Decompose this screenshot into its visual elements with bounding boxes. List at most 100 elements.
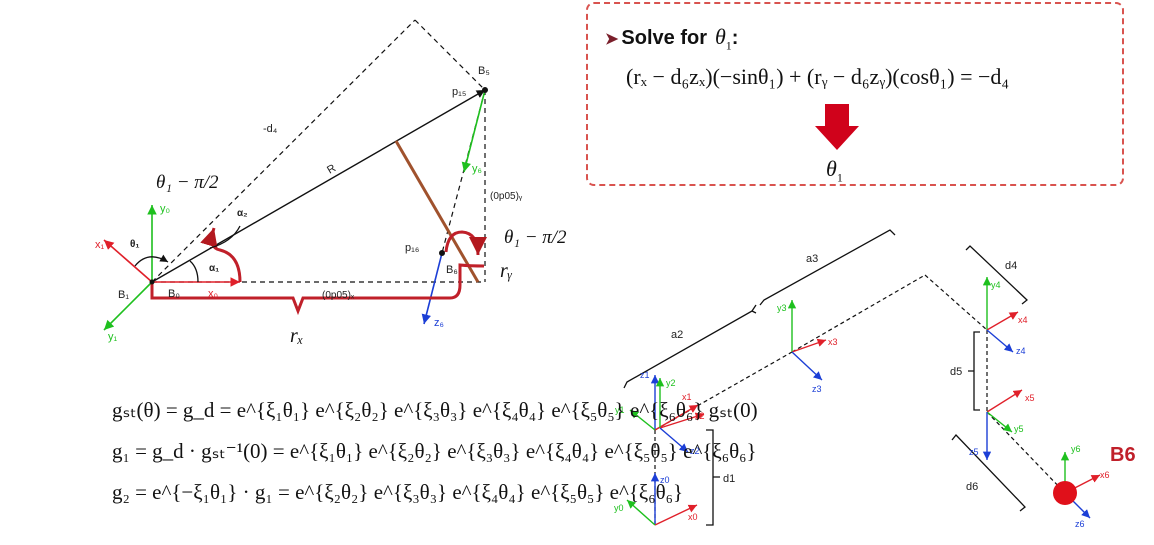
link-a3 — [791, 274, 926, 353]
axis-label-y2: y2 — [666, 378, 676, 388]
bracket-d5 — [968, 331, 980, 411]
alpha-curve-arrow — [200, 227, 242, 283]
axis-label-x1: x1 — [682, 392, 692, 402]
axis-label-y4: y4 — [991, 280, 1001, 290]
ry-bracket — [458, 263, 485, 285]
label-b0: B₀ — [168, 288, 180, 300]
solve-result: θ1 — [826, 156, 843, 185]
label-z6: z₆ — [434, 317, 444, 329]
label-p16: p₁₆ — [405, 242, 419, 254]
dim-label-d1: d1 — [723, 473, 735, 485]
formula-line-1: gₛₜ(θ) = g_d = e^{ξ₁θ₁} e^{ξ₂θ₂} e^{ξ₃θ₃… — [112, 398, 758, 422]
label-b6: B₆ — [446, 264, 458, 276]
axis-label-x3: x3 — [828, 337, 838, 347]
b6-label: B6 — [1110, 444, 1136, 466]
axis-label-x5: x5 — [1025, 393, 1035, 403]
frame5-x — [986, 389, 1023, 413]
left-geometry-diagram: B₁ B₀ x₀ y₀ x₁ y₁ θ₁ α₁ α₂ -d₄ R B₅ p₁₅ … — [95, 19, 567, 347]
label-b5: B₅ — [478, 65, 490, 77]
dim-label-a3: a3 — [806, 253, 818, 265]
frame3-x — [791, 338, 827, 353]
bracket-a2 — [623, 304, 757, 389]
label-y1: y₁ — [108, 331, 118, 343]
axis-label-z6: z6 — [1075, 519, 1085, 529]
x1-axis-arrow — [103, 239, 153, 283]
solve-box — [586, 2, 1124, 186]
dashed-edge-top-left — [151, 19, 416, 283]
axis-label-y0: y0 — [614, 503, 624, 513]
axis-label-z3: z3 — [812, 384, 822, 394]
axis-label-z2: z2 — [690, 446, 700, 456]
label-alpha2: α₂ — [237, 208, 248, 219]
link-d6 — [986, 411, 1066, 494]
bracket-d4 — [965, 245, 1028, 305]
theta-minus-pi2-curve-right — [444, 230, 487, 256]
label-theta1-small: θ₁ — [130, 239, 140, 250]
brown-perpendicular — [394, 140, 480, 283]
label-p15: p₁₅ — [452, 86, 466, 98]
r-vector-line — [151, 89, 486, 283]
axis-label-y3: y3 — [777, 303, 787, 313]
axis-label-x4: x4 — [1018, 315, 1028, 325]
label-b1: B₁ — [118, 289, 129, 301]
label-theta-minus-pi2-right: θ₁ − π/2 — [504, 227, 567, 248]
solve-colon: : — [731, 27, 739, 49]
axis-label-y1: y1 — [615, 405, 625, 415]
dim-label-d6: d6 — [966, 481, 978, 493]
label-op05x: (0p05)ₓ — [322, 290, 355, 301]
frame2-z — [659, 427, 689, 453]
b1-point — [149, 279, 155, 285]
solve-theta: θ1 — [714, 24, 732, 53]
down-arrow-icon — [815, 104, 859, 150]
bullet-arrow-icon: ➤ — [605, 31, 619, 48]
label-alpha1: α₁ — [209, 263, 219, 274]
axis-label-z5: z5 — [969, 447, 979, 457]
link-a2 — [654, 351, 793, 431]
axis-label-x6: x6 — [1100, 470, 1110, 480]
axis-label-z0: z0 — [660, 475, 670, 485]
bracket-d1 — [706, 429, 720, 526]
label-theta-minus-pi2-left: θ₁ − π/2 — [156, 172, 219, 193]
solve-heading: ➤Solve for θ1: — [605, 24, 738, 53]
axis-label-z1: z1 — [640, 370, 650, 380]
frame2-x — [659, 412, 705, 429]
label-y0: y₀ — [160, 203, 170, 215]
label-y6: y₆ — [472, 163, 482, 175]
axis-label-x2: x2 — [695, 411, 705, 421]
bracket-a3 — [759, 229, 896, 306]
label-ry: rᵧ — [500, 260, 513, 282]
alpha1-arc — [189, 260, 199, 283]
z6-axis-arrow — [421, 252, 443, 325]
rx-bracket — [150, 283, 462, 316]
label-minus-d4: -d₄ — [263, 123, 278, 135]
dim-label-a2: a2 — [671, 329, 683, 341]
frame4-z — [986, 329, 1014, 353]
axis-label-y6: y6 — [1071, 444, 1081, 454]
dim-label-d5: d5 — [950, 366, 962, 378]
alpha2-arc — [209, 225, 241, 249]
frame0-y — [626, 499, 656, 526]
label-x0: x₀ — [208, 288, 218, 300]
solve-title: Solve for — [621, 27, 707, 49]
dim-label-d4: d4 — [1005, 260, 1017, 272]
y1-axis-arrow — [103, 281, 153, 331]
frame1-y — [629, 409, 656, 431]
formula-line-3: g₂ = e^{−ξ₁θ₁} · g₁ = e^{ξ₂θ₂} e^{ξ₃θ₃} … — [112, 480, 684, 504]
theta1-arc — [134, 254, 169, 267]
axis-label-x0: x0 — [688, 512, 698, 522]
exponential-formulas: gₛₜ(θ) = g_d = e^{ξ₁θ₁} e^{ξ₂θ₂} e^{ξ₃θ₃… — [112, 398, 758, 521]
right-robot-diagram: a2 a3 d1 d4 d5 d6 z0 x0 y0 z1 x1 y1 y2 x… — [614, 229, 1110, 529]
frame4-x — [986, 311, 1019, 331]
frame1-x — [654, 404, 699, 431]
label-op05y: (0p05)ᵧ — [490, 191, 523, 202]
label-x1: x₁ — [95, 239, 105, 251]
formula-line-2: g₁ = g_d · gₛₜ⁻¹(0) = e^{ξ₁θ₁} e^{ξ₂θ₂} … — [112, 439, 757, 463]
dashed-edge-top-right — [414, 19, 486, 91]
solve-equation: (rₓ − d₆zₓ)(−sinθ₁) + (rᵧ − d₆zᵧ)(cosθ₁)… — [626, 64, 1010, 89]
b5-point — [482, 87, 488, 93]
frame5-y — [986, 411, 1013, 433]
link-d4 — [924, 274, 988, 331]
label-r: R — [325, 162, 338, 176]
p16-point — [439, 250, 445, 256]
